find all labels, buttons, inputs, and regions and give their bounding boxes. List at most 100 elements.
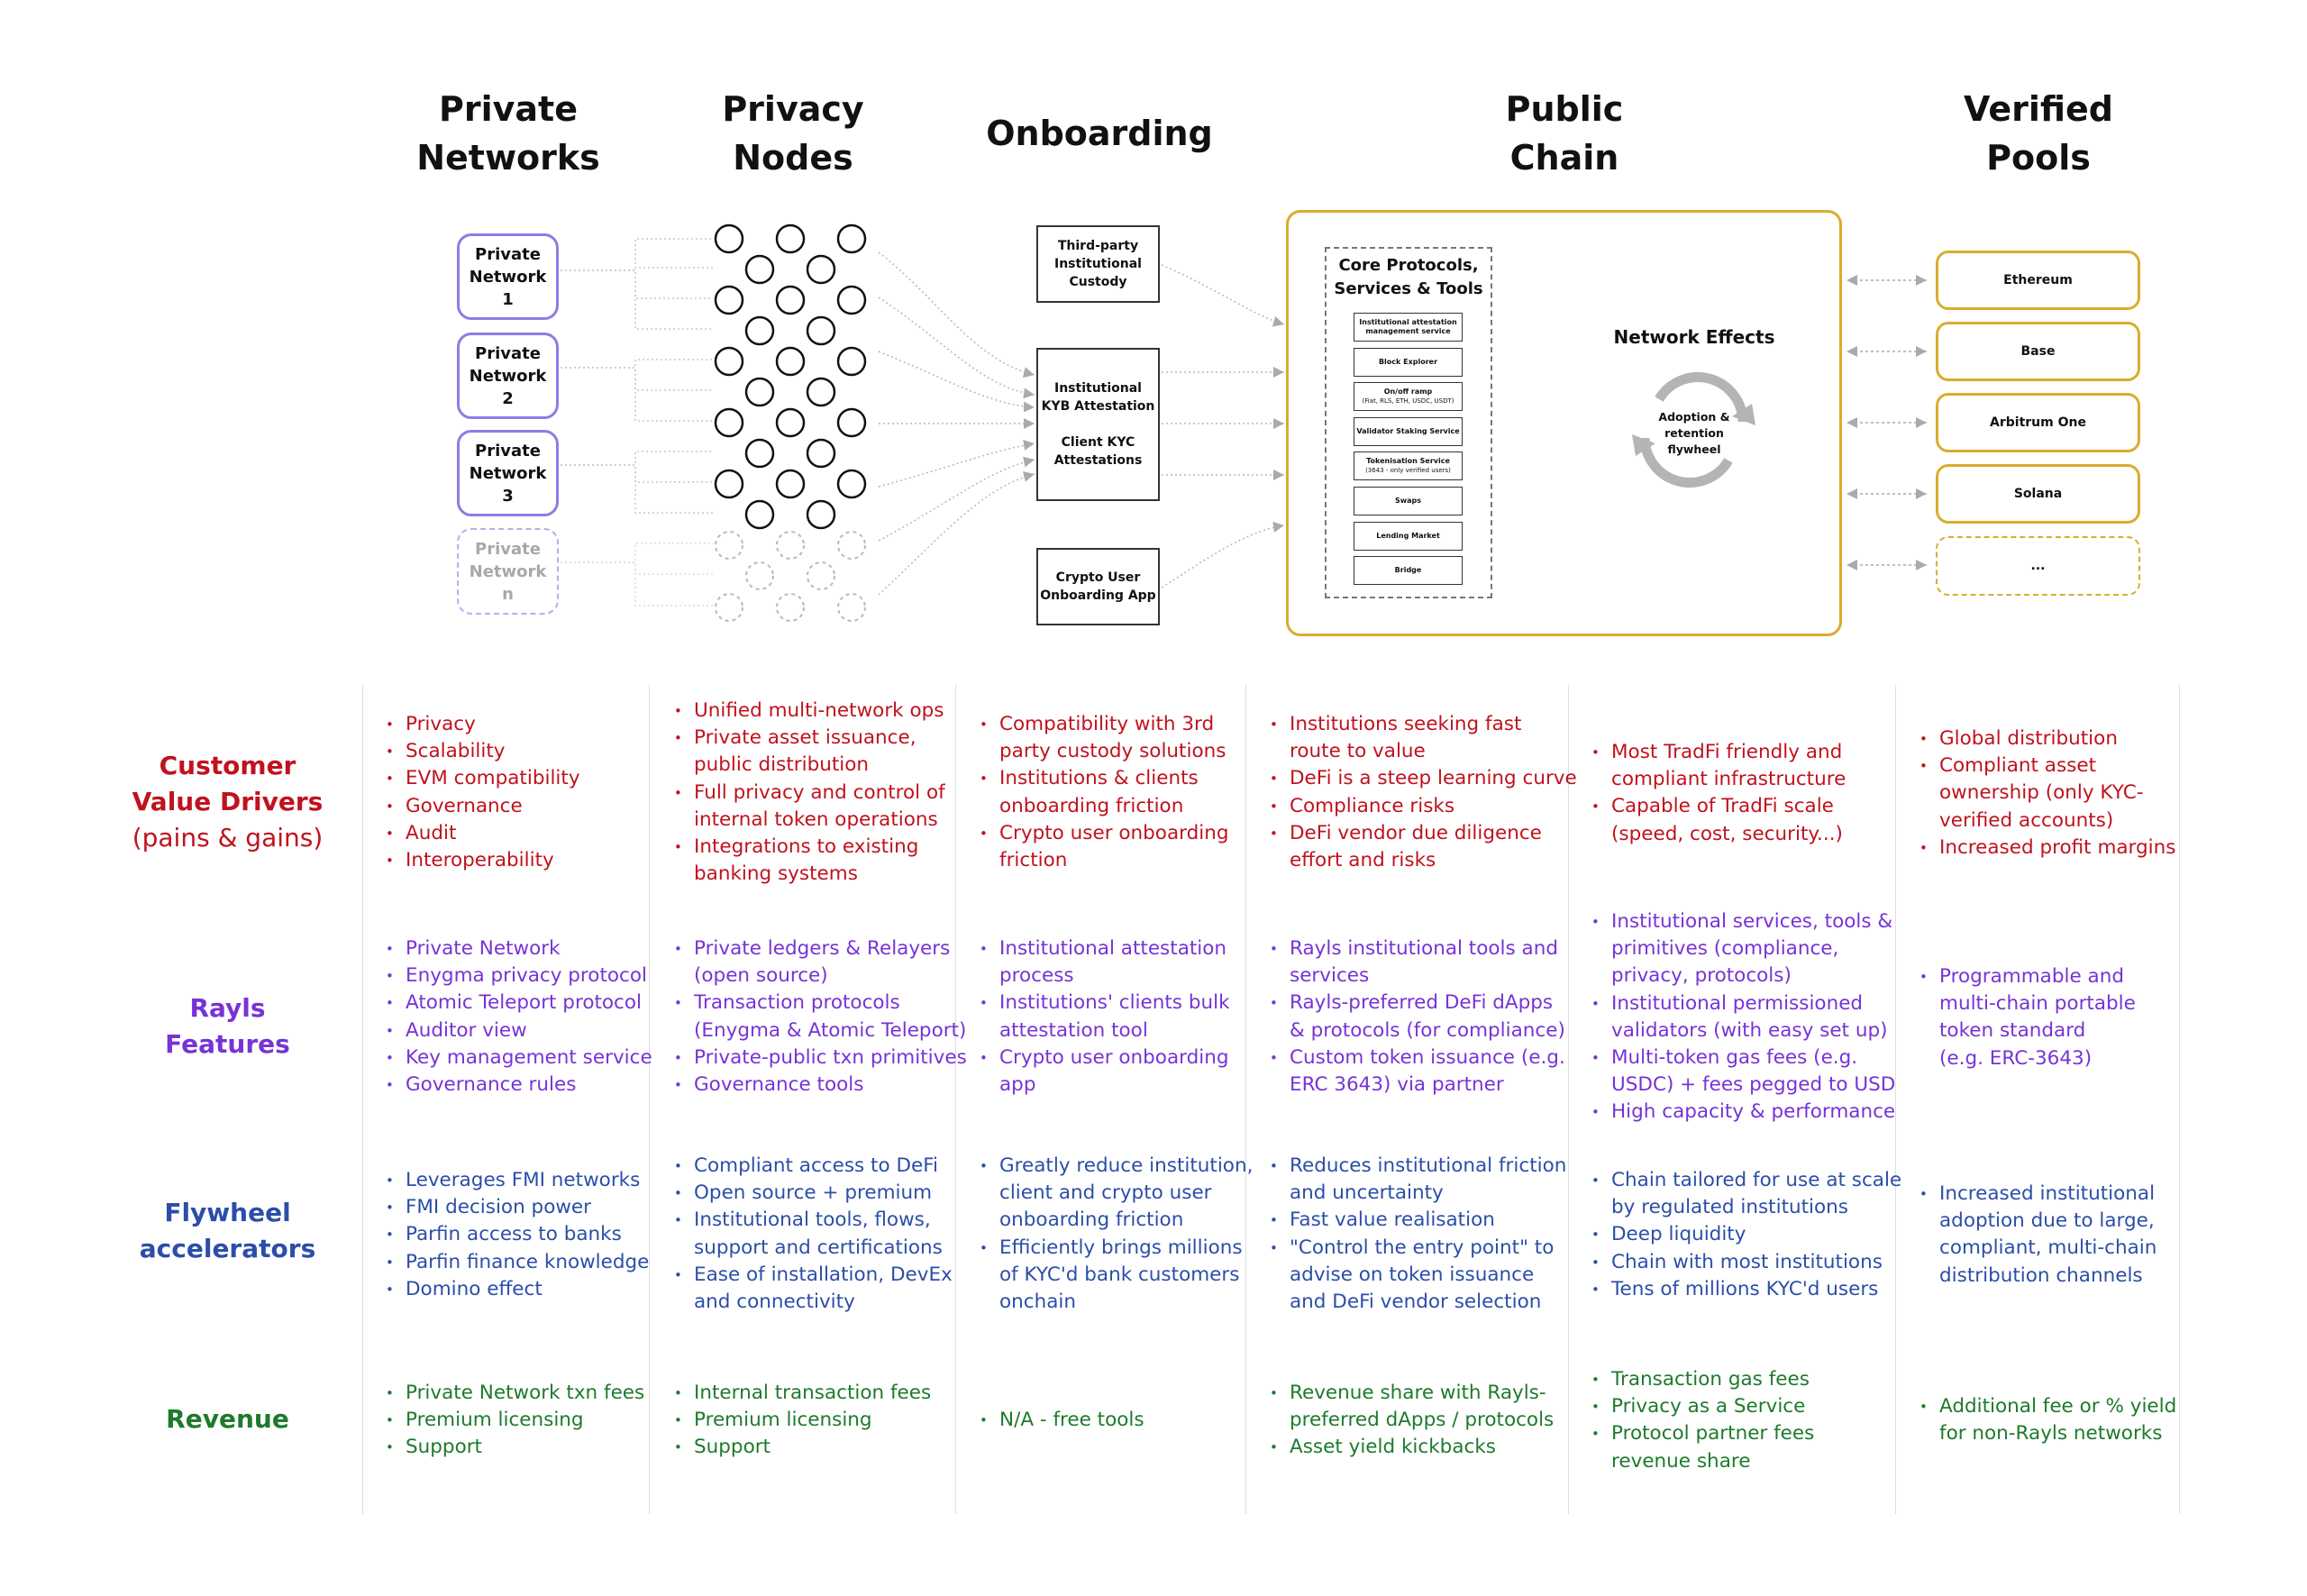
list-item: Transaction gas fees xyxy=(1591,1366,1909,1393)
privacy-node xyxy=(715,593,743,622)
list-item: Domino effect xyxy=(386,1276,676,1303)
privacy-node xyxy=(836,469,867,499)
list-item: Greatly reduce institution, client and c… xyxy=(980,1153,1261,1235)
column-header-private-networks: Private Networks xyxy=(416,89,600,178)
network-connector xyxy=(561,464,714,514)
flow-arrow xyxy=(878,440,1035,488)
privacy-node xyxy=(775,346,806,377)
pool-more: ... xyxy=(1936,536,2140,596)
list-item: Multi-token gas fees (e.g. USDC) + fees … xyxy=(1591,1044,1909,1099)
privacy-node xyxy=(836,407,867,438)
list-item: Compliance risks xyxy=(1270,793,1587,820)
list-item: Increased profit margins xyxy=(1919,834,2201,862)
list-item: Fast value realisation xyxy=(1270,1207,1587,1234)
privacy-node xyxy=(775,223,806,254)
list-item: Tens of millions KYC'd users xyxy=(1591,1276,1909,1303)
list-item: Private ledgers & Relayers (open source) xyxy=(674,935,973,990)
privacy-node xyxy=(714,285,744,315)
list-item: Leverages FMI networks xyxy=(386,1167,676,1194)
private-network-1: Private Network 1 xyxy=(457,233,559,320)
list-item: Reduces institutional friction and uncer… xyxy=(1270,1153,1587,1207)
public-chain-box xyxy=(1286,210,1842,636)
list-item: Institutional attestation process xyxy=(980,935,1261,990)
list-item: Most TradFi friendly and compliant infra… xyxy=(1591,739,1909,793)
list-item: Premium licensing xyxy=(674,1407,973,1434)
network-connector xyxy=(561,561,714,606)
list-item: Key management service xyxy=(386,1044,676,1072)
column-header-verified-pools: Verified Pools xyxy=(1963,89,2113,178)
table-cell: Additional fee or % yield for non-Rayls … xyxy=(1919,1393,2201,1447)
list-item: Protocol partner fees revenue share xyxy=(1591,1420,1909,1474)
core-protocols-title: Core Protocols, Services & Tools xyxy=(1334,256,1483,298)
row-header-flywheel-accelerators: Flywheel accelerators xyxy=(90,1195,365,1267)
table-cell: Rayls institutional tools and servicesRa… xyxy=(1270,935,1587,1099)
row-title: Flywheel accelerators xyxy=(139,1198,316,1263)
core-tool: Lending Market xyxy=(1354,522,1463,551)
privacy-node xyxy=(836,285,867,315)
privacy-node xyxy=(776,593,805,622)
table-cell: Private ledgers & Relayers (open source)… xyxy=(674,935,973,1099)
list-item: Institutional permissioned validators (w… xyxy=(1591,990,1909,1044)
onboarding-kyb-kyc-attestation: Institutional KYB Attestation Client KYC… xyxy=(1036,348,1160,501)
table-cell: Most TradFi friendly and compliant infra… xyxy=(1591,739,1909,848)
list-item: Unified multi-network ops xyxy=(674,698,973,725)
privacy-node xyxy=(714,469,744,499)
table-cell: Private Network txn feesPremium licensin… xyxy=(386,1380,676,1462)
network-connector xyxy=(561,451,714,466)
list-item: Chain with most institutions xyxy=(1591,1249,1909,1276)
core-tool-sublabel: (3643 - only verified users) xyxy=(1365,467,1451,474)
list-item: Governance xyxy=(386,793,676,820)
core-tool-label: Institutional attestation management ser… xyxy=(1359,318,1457,335)
list-item: Governance tools xyxy=(674,1072,973,1099)
pool-arbitrum-one: Arbitrum One xyxy=(1936,393,2140,452)
row-title: Rayls Features xyxy=(165,993,290,1059)
privacy-node xyxy=(775,407,806,438)
column-divider xyxy=(1568,685,1569,1514)
private-network-2: Private Network 2 xyxy=(457,333,559,419)
list-item: Transaction protocols (Enygma & Atomic T… xyxy=(674,990,973,1044)
table-cell: Programmable and multi-chain portable to… xyxy=(1919,963,2201,1072)
table-cell: Leverages FMI networksFMI decision power… xyxy=(386,1167,676,1303)
network-connector xyxy=(561,367,714,391)
list-item: Atomic Teleport protocol xyxy=(386,990,676,1017)
privacy-node xyxy=(744,315,775,346)
row-header-rayls-features: Rayls Features xyxy=(90,990,365,1062)
network-connector xyxy=(561,367,714,422)
list-item: Open source + premium xyxy=(674,1180,973,1207)
privacy-node xyxy=(806,254,836,285)
list-item: DeFi is a steep learning curve xyxy=(1270,765,1587,792)
private-network-n: Private Network n xyxy=(457,528,559,615)
table-cell: Greatly reduce institution, client and c… xyxy=(980,1153,1261,1316)
list-item: Institutions & clients onboarding fricti… xyxy=(980,765,1261,819)
privacy-node xyxy=(837,593,866,622)
privacy-node xyxy=(806,315,836,346)
list-item: Custom token issuance (e.g. ERC 3643) vi… xyxy=(1270,1044,1587,1099)
list-item: Capable of TradFi scale (speed, cost, se… xyxy=(1591,793,1909,847)
privacy-node xyxy=(714,223,744,254)
flywheel-label: Adoption & retention flywheel xyxy=(1658,410,1730,456)
table-cell: Global distributionCompliant asset owner… xyxy=(1919,725,2201,862)
list-item: Revenue share with Rayls- preferred dApp… xyxy=(1270,1380,1587,1434)
list-item: Asset yield kickbacks xyxy=(1270,1434,1587,1461)
pool-ethereum: Ethereum xyxy=(1936,251,2140,310)
list-item: Audit xyxy=(386,820,676,847)
table-cell: Compliant access to DeFiOpen source + pr… xyxy=(674,1153,973,1316)
privacy-node xyxy=(775,285,806,315)
list-item: Compatibility with 3rd party custody sol… xyxy=(980,711,1261,765)
core-tool-label: Tokenisation Service xyxy=(1366,457,1450,465)
privacy-node xyxy=(745,561,774,590)
list-item: "Control the entry point" to advise on t… xyxy=(1270,1235,1587,1317)
flow-arrow xyxy=(878,470,1035,596)
list-item: Governance rules xyxy=(386,1072,676,1099)
privacy-node xyxy=(714,407,744,438)
privacy-node xyxy=(776,531,805,560)
table-cell: Chain tailored for use at scale by regul… xyxy=(1591,1167,1909,1303)
list-item: Premium licensing xyxy=(386,1407,676,1434)
list-item: Compliant asset ownership (only KYC- ver… xyxy=(1919,752,2201,834)
list-item: Rayls institutional tools and services xyxy=(1270,935,1587,990)
list-item: Efficiently brings millions of KYC'd ban… xyxy=(980,1235,1261,1317)
list-item: Deep liquidity xyxy=(1591,1221,1909,1248)
core-tool-label: On/off ramp xyxy=(1383,388,1433,396)
onboarding-crypto-user-app: Crypto User Onboarding App xyxy=(1036,548,1160,625)
privacy-node xyxy=(836,346,867,377)
